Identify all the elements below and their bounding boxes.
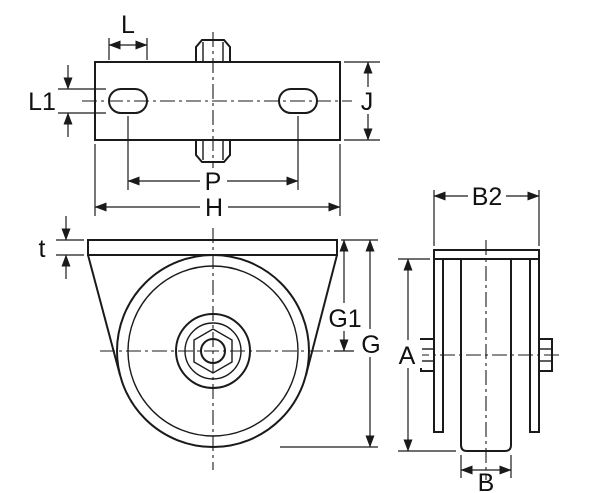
dim-label-A: A (399, 342, 416, 370)
bracket-side-right (305, 254, 338, 376)
dimension-t: t (39, 216, 84, 279)
dim-label-L: L (121, 11, 135, 39)
side-view: B2 A B (393, 183, 560, 493)
bracket-side-left (87, 254, 121, 376)
front-view: t G1 G (39, 216, 386, 470)
dim-label-B2: B2 (472, 183, 503, 211)
hub-inner-circle (184, 322, 242, 380)
bolt-slot-right (278, 88, 318, 114)
top-view: L L1 J P (28, 11, 381, 222)
axle-nut-right-side (538, 338, 553, 372)
dimension-B2: B2 (433, 183, 540, 246)
dim-label-J: J (361, 88, 374, 116)
dim-label-L1: L1 (28, 88, 56, 116)
dim-label-G1: G1 (328, 305, 361, 333)
mounting-plate-side-view (433, 249, 540, 260)
axle-hole (200, 338, 226, 364)
bracket-leg-left (433, 259, 444, 433)
axle-nut-bottom (195, 140, 231, 163)
dimension-L: L (108, 11, 148, 60)
bracket-leg-right (529, 259, 540, 433)
dim-label-P: P (205, 168, 222, 196)
dimension-G: G (280, 239, 386, 448)
hub-outer-circle (175, 313, 251, 389)
dim-label-G: G (361, 331, 380, 359)
dim-label-t: t (39, 235, 46, 263)
mounting-plate-top-view (94, 61, 341, 141)
dim-label-H: H (205, 194, 223, 222)
bolt-slot-left (108, 88, 148, 114)
dimension-L1: L1 (28, 65, 106, 137)
dimension-A: A (393, 258, 456, 452)
wheel-outer-circle (116, 254, 310, 448)
dimension-G1: G1 (326, 239, 378, 352)
axle-nut-top (195, 39, 231, 62)
axle-nut-front (193, 328, 233, 374)
wheel-tread-circle (127, 265, 299, 437)
dimension-B: B (460, 455, 512, 493)
dimension-J: J (344, 61, 381, 141)
wheel-side-view (460, 259, 512, 452)
dimension-P: P (127, 116, 299, 196)
dimension-H: H (94, 144, 341, 222)
dim-label-B: B (478, 469, 495, 493)
